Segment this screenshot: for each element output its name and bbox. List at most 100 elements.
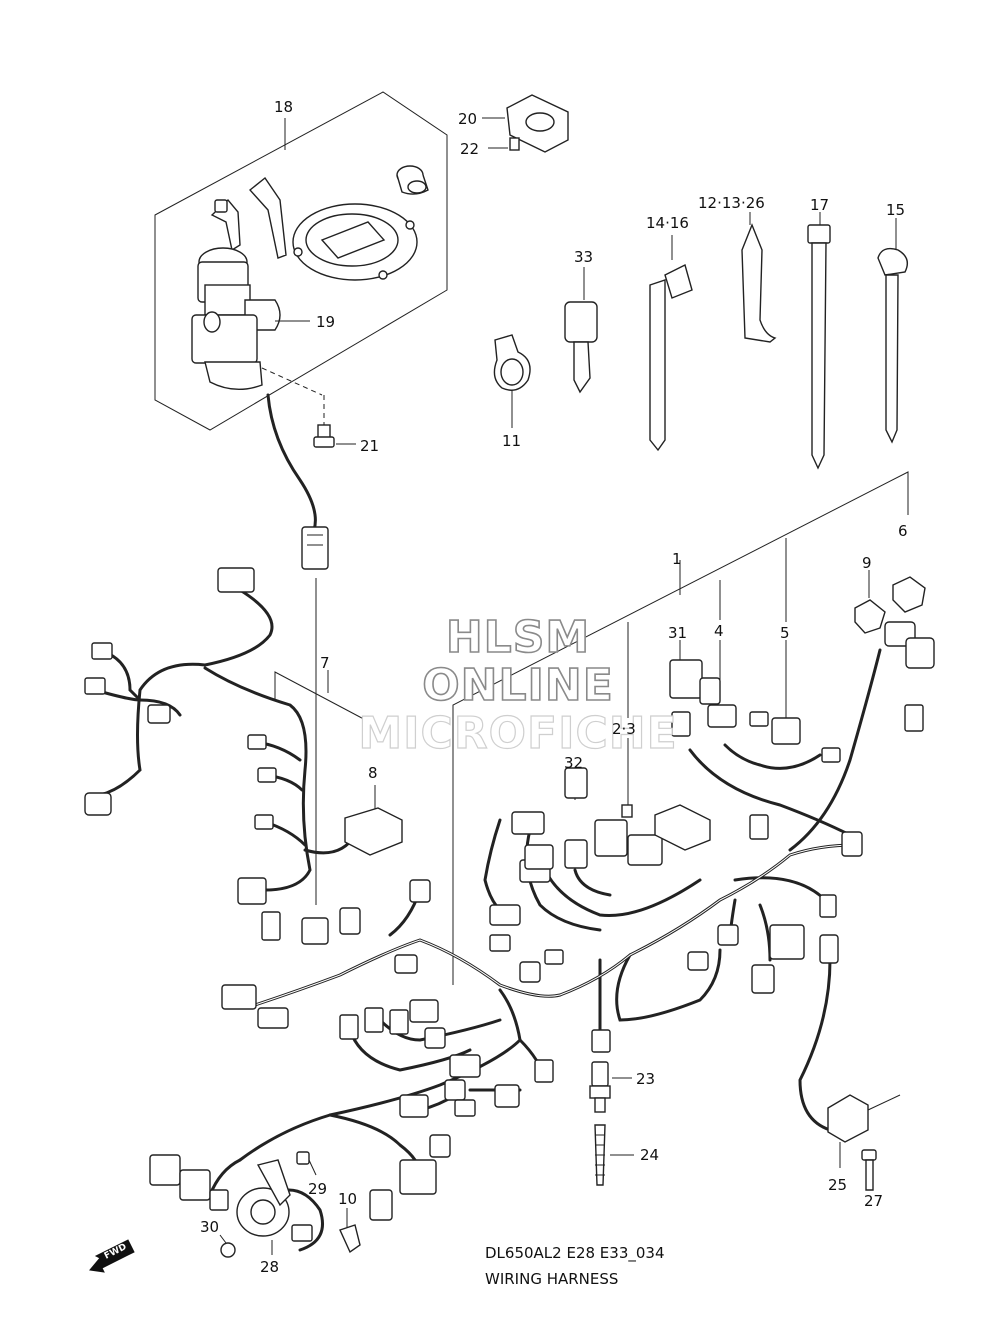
callout-8: 8: [368, 764, 378, 782]
connector: [301, 917, 329, 945]
connector: [261, 911, 281, 941]
connector: [821, 747, 841, 763]
callout-24: 24: [640, 1146, 659, 1164]
connector: [751, 964, 775, 994]
connector: [399, 1159, 437, 1195]
watermark: HLSM ONLINE MICROFICHE: [358, 611, 678, 759]
key-33-icon: [564, 267, 598, 394]
callout-31: 31: [668, 624, 687, 642]
connector: [749, 711, 769, 727]
callout-27: 27: [864, 1192, 883, 1210]
connector: [444, 1079, 466, 1101]
callout-6: 6: [898, 522, 908, 540]
connector: [707, 704, 737, 728]
ignition-switch-group: [154, 91, 448, 431]
callout-19: 19: [316, 313, 335, 331]
callout-10: 10: [338, 1190, 357, 1208]
connector: [149, 1154, 181, 1186]
connector: [257, 767, 277, 783]
callout-17: 17: [810, 196, 829, 214]
callout-25: 25: [828, 1176, 847, 1194]
callout-28: 28: [260, 1258, 279, 1276]
connector: [671, 711, 691, 737]
callout-21: 21: [360, 437, 379, 455]
callout-14-16: 14·16: [646, 214, 689, 232]
horn-28-icon: [236, 1159, 291, 1255]
clamp-11-icon: [493, 334, 531, 428]
connector: [339, 1014, 359, 1040]
connector: [369, 1189, 393, 1221]
connector: [511, 811, 545, 835]
callout-20: 20: [458, 110, 477, 128]
nut-30-icon: [219, 1234, 236, 1258]
connector: [257, 1007, 289, 1029]
callout-4: 4: [714, 622, 724, 640]
callout-18: 18: [274, 98, 293, 116]
sensor-25-icon: [827, 1094, 901, 1168]
cable-tie-17-icon: [807, 212, 831, 470]
lock-cylinder-icon: [396, 165, 429, 195]
connector: [905, 637, 935, 669]
connector: [594, 819, 628, 857]
diagram-title: WIRING HARNESS: [485, 1270, 618, 1288]
callout-2-3: 2·3: [612, 720, 636, 738]
connector: [904, 704, 924, 732]
connector: [749, 814, 769, 840]
switch-23-icon: [589, 1061, 632, 1113]
connector: [409, 879, 431, 903]
connector: [489, 904, 521, 926]
connector: [147, 704, 171, 724]
callout-32: 32: [564, 754, 583, 772]
watermark-line-2: ONLINE: [422, 660, 614, 711]
connector: [669, 659, 703, 699]
part-20-cover: [482, 94, 569, 153]
connector: [424, 1027, 446, 1049]
connector: [654, 804, 711, 851]
connector: [291, 1224, 313, 1242]
bolt-27-icon: [861, 1149, 877, 1191]
callout-9: 9: [862, 554, 872, 572]
connector: [221, 984, 257, 1010]
callout-15: 15: [886, 201, 905, 219]
connector: [717, 924, 739, 946]
callout-22: 22: [460, 140, 479, 158]
lock-ring-icon: [292, 203, 418, 281]
main-wiring-harness: [93, 588, 882, 1252]
connector: [179, 1169, 211, 1201]
ignition-key-icon: [210, 176, 287, 259]
connector: [819, 934, 839, 964]
connector: [84, 677, 106, 695]
connector: [841, 831, 863, 857]
harness-connectors: [84, 567, 935, 1242]
callout-29: 29: [308, 1180, 327, 1198]
connector: [819, 894, 837, 918]
connector: [84, 792, 112, 816]
connector: [389, 1009, 409, 1035]
connector: [564, 767, 588, 799]
cable-tie-15-icon: [877, 218, 908, 444]
connector: [687, 951, 709, 971]
connector: [237, 877, 267, 905]
connector: [429, 1134, 451, 1158]
callout-labels: 18 20 22 19 21 33 11 14·16 12·13·26 17 1…: [200, 98, 908, 1276]
clamp-14-16-icon: [649, 235, 693, 452]
screw-21-icon: [313, 395, 356, 448]
diagram-code: DL650AL2 E28 E33_034: [485, 1244, 665, 1263]
connector: [217, 567, 255, 593]
connector: [544, 949, 564, 965]
connector: [699, 677, 721, 705]
connector: [769, 924, 805, 960]
strap-12-13-26-icon: [741, 212, 777, 343]
callout-12-13-26: 12·13·26: [698, 194, 765, 212]
clip-10-icon: [339, 1208, 361, 1254]
connector: [524, 844, 554, 870]
connector: [247, 734, 267, 750]
callout-23: 23: [636, 1070, 655, 1088]
callout-1: 1: [672, 550, 682, 568]
connector: [519, 961, 541, 983]
callout-5: 5: [780, 624, 790, 642]
ignition-switch-body: [191, 247, 281, 390]
connector: [364, 1007, 384, 1033]
screw-22-icon: [488, 137, 520, 151]
